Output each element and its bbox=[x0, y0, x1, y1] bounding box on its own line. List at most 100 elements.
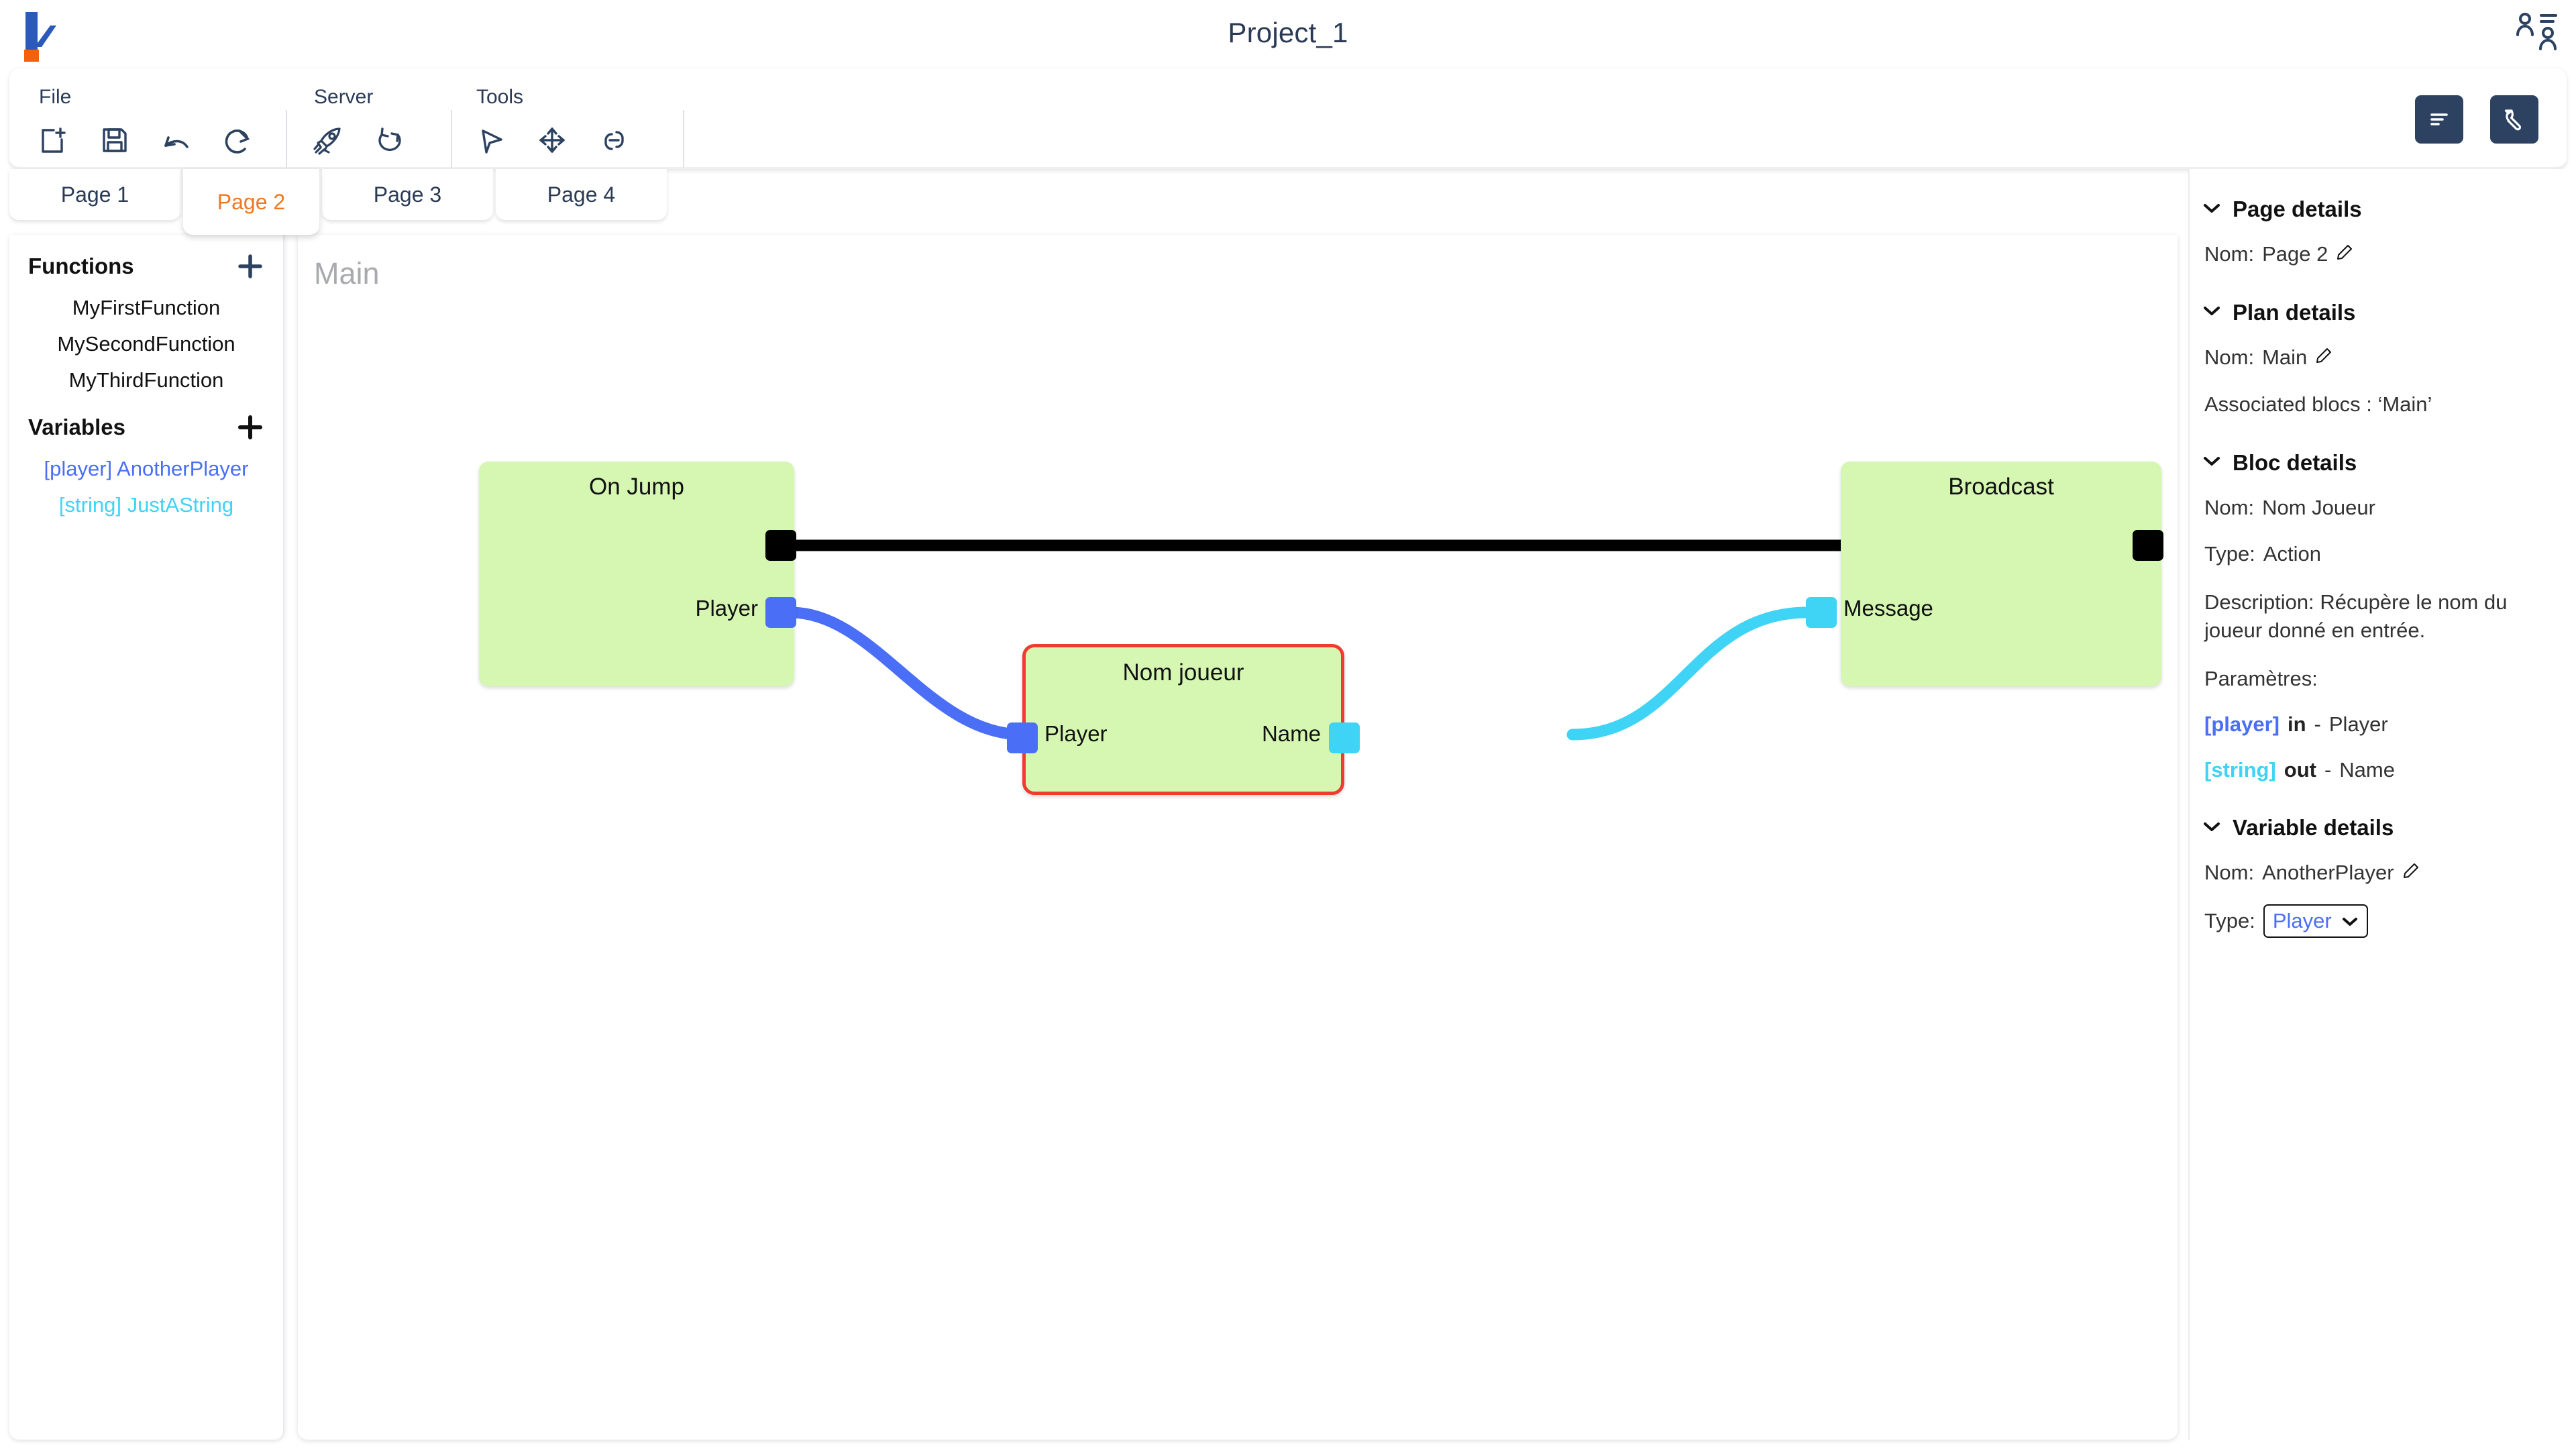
toolbar-divider bbox=[451, 110, 452, 168]
section-title: Page details bbox=[2233, 197, 2362, 221]
function-label: MyFirstFunction bbox=[72, 296, 221, 319]
param-name: Player bbox=[2328, 712, 2388, 736]
param-type: [string] bbox=[2204, 757, 2276, 782]
refresh-button[interactable] bbox=[369, 121, 411, 160]
users-group-icon[interactable] bbox=[2514, 11, 2561, 52]
row-value: AnotherPlayer bbox=[2262, 861, 2394, 885]
toolbar-group-file: File bbox=[21, 68, 283, 169]
row-label: Associated blocs : ‘Main’ bbox=[2204, 392, 2432, 416]
row-value: Récupère le nom du joueur donné en entré… bbox=[2204, 590, 2508, 643]
chevron-down-icon bbox=[2202, 820, 2222, 837]
undo-button[interactable] bbox=[156, 121, 197, 160]
node-graph-canvas[interactable]: Main On Jump Player Nom joueur Player Na… bbox=[298, 235, 2178, 1440]
param-separator: - bbox=[2314, 712, 2321, 736]
bloc-description-row: Description: Récupère le nom du joueur d… bbox=[2204, 588, 2576, 645]
param-direction: in bbox=[2287, 712, 2306, 736]
param-type: [player] bbox=[2204, 712, 2279, 736]
pencil-edit-icon[interactable] bbox=[2402, 859, 2420, 887]
variable-type-select[interactable]: Player bbox=[2263, 904, 2368, 938]
tab-page-3[interactable]: Page 3 bbox=[322, 169, 493, 220]
logo-icon bbox=[15, 8, 75, 70]
node-broadcast[interactable]: Broadcast Message bbox=[1806, 462, 2163, 686]
toolbar-divider bbox=[683, 110, 684, 168]
sidebar-section-variables: Variables bbox=[9, 404, 283, 451]
node-title: Broadcast bbox=[1948, 474, 2054, 500]
associated-blocs-row: Associated blocs : ‘Main’ bbox=[2204, 390, 2576, 419]
row-value: Page 2 bbox=[2262, 242, 2328, 266]
tab-label: Page 4 bbox=[547, 182, 616, 207]
sidebar-section-functions: Functions bbox=[9, 243, 283, 290]
port-label-message: Message bbox=[1843, 596, 1933, 621]
section-header-plan-details[interactable]: Plan details bbox=[2202, 291, 2576, 334]
chevron-down-icon bbox=[2202, 201, 2222, 218]
save-button[interactable] bbox=[94, 121, 136, 160]
deploy-button[interactable] bbox=[307, 121, 349, 160]
connection-wires bbox=[785, 530, 1908, 741]
variable-type-row: Type: Player bbox=[2204, 904, 2576, 938]
new-file-button[interactable] bbox=[32, 121, 74, 160]
port-name-out[interactable] bbox=[1329, 722, 1360, 753]
chevron-down-icon bbox=[2341, 907, 2359, 935]
link-tool-button[interactable] bbox=[593, 121, 635, 160]
port-exec-out[interactable] bbox=[765, 530, 796, 561]
section-header-page-details[interactable]: Page details bbox=[2202, 188, 2576, 231]
param-direction: out bbox=[2284, 757, 2316, 782]
plus-icon[interactable] bbox=[232, 248, 268, 284]
page-title: Project_1 bbox=[1228, 17, 1348, 48]
row-label: Type: bbox=[2204, 542, 2255, 566]
node-title: Nom joueur bbox=[1122, 659, 1244, 686]
sidebar-item-anotherplayer[interactable]: [player] AnotherPlayer bbox=[9, 451, 283, 487]
section-title: Plan details bbox=[2233, 299, 2356, 325]
select-tool-button[interactable] bbox=[470, 121, 511, 160]
chevron-down-icon bbox=[2202, 454, 2222, 471]
param-separator: - bbox=[2324, 757, 2332, 782]
panel-toggle-button[interactable] bbox=[2415, 95, 2463, 144]
port-message-in[interactable] bbox=[1806, 597, 1837, 628]
row-value: Main bbox=[2262, 345, 2308, 369]
move-tool-button[interactable] bbox=[531, 121, 573, 160]
row-value: Nom Joueur bbox=[2262, 495, 2375, 519]
sidebar-item-myfirstfunction[interactable]: MyFirstFunction bbox=[9, 290, 283, 326]
main-toolbar: File bbox=[9, 68, 2567, 169]
tab-label: Page 1 bbox=[60, 182, 129, 207]
sidebar-item-mythirdfunction[interactable]: MyThirdFunction bbox=[9, 362, 283, 398]
function-label: MySecondFunction bbox=[57, 332, 235, 356]
select-value: Player bbox=[2272, 909, 2332, 933]
port-player-in[interactable] bbox=[1007, 722, 1038, 753]
tab-label: Page 2 bbox=[217, 189, 286, 214]
details-panel: Page details Nom: Page 2 Plan details No… bbox=[2188, 169, 2576, 1440]
row-label: Paramètres: bbox=[2204, 666, 2318, 690]
redo-button[interactable] bbox=[217, 121, 259, 160]
tab-page-2[interactable]: Page 2 bbox=[183, 169, 319, 235]
functions-header-label: Functions bbox=[28, 254, 134, 278]
node-nom-joueur[interactable]: Nom joueur Player Name bbox=[1007, 644, 1360, 795]
plus-icon[interactable] bbox=[232, 409, 268, 445]
pencil-edit-icon[interactable] bbox=[2336, 240, 2353, 268]
settings-button[interactable] bbox=[2490, 95, 2538, 144]
app-header: Project_1 bbox=[0, 0, 2576, 82]
row-value: Action bbox=[2263, 542, 2321, 566]
tab-page-1[interactable]: Page 1 bbox=[9, 169, 180, 220]
port-exec-out[interactable] bbox=[2133, 530, 2163, 561]
port-player-out[interactable] bbox=[765, 597, 796, 628]
pencil-edit-icon[interactable] bbox=[2315, 343, 2332, 372]
parameter-row-out: [string] out - Name bbox=[2204, 756, 2576, 784]
node-on-jump[interactable]: On Jump Player bbox=[479, 462, 796, 686]
sidebar-item-mysecondfunction[interactable]: MySecondFunction bbox=[9, 326, 283, 362]
toolbar-group-server: Server bbox=[298, 68, 445, 169]
toolbar-group-tools: Tools bbox=[463, 68, 678, 169]
port-label-name: Name bbox=[1261, 721, 1321, 746]
parameters-label-row: Paramètres: bbox=[2204, 665, 2576, 693]
node-title: On Jump bbox=[589, 474, 684, 500]
param-name: Name bbox=[2339, 757, 2395, 782]
section-header-variable-details[interactable]: Variable details bbox=[2202, 806, 2576, 849]
variables-header-label: Variables bbox=[28, 415, 125, 439]
chevron-down-icon bbox=[2202, 304, 2222, 321]
canvas-plan-label: Main bbox=[314, 256, 380, 290]
tab-page-4[interactable]: Page 4 bbox=[496, 169, 667, 220]
page-name-row: Nom: Page 2 bbox=[2204, 240, 2576, 268]
section-header-bloc-details[interactable]: Bloc details bbox=[2202, 441, 2576, 484]
sidebar-item-justastring[interactable]: [string] JustAString bbox=[9, 487, 283, 523]
left-sidebar: Functions MyFirstFunction MySecondFuncti… bbox=[9, 235, 284, 1440]
